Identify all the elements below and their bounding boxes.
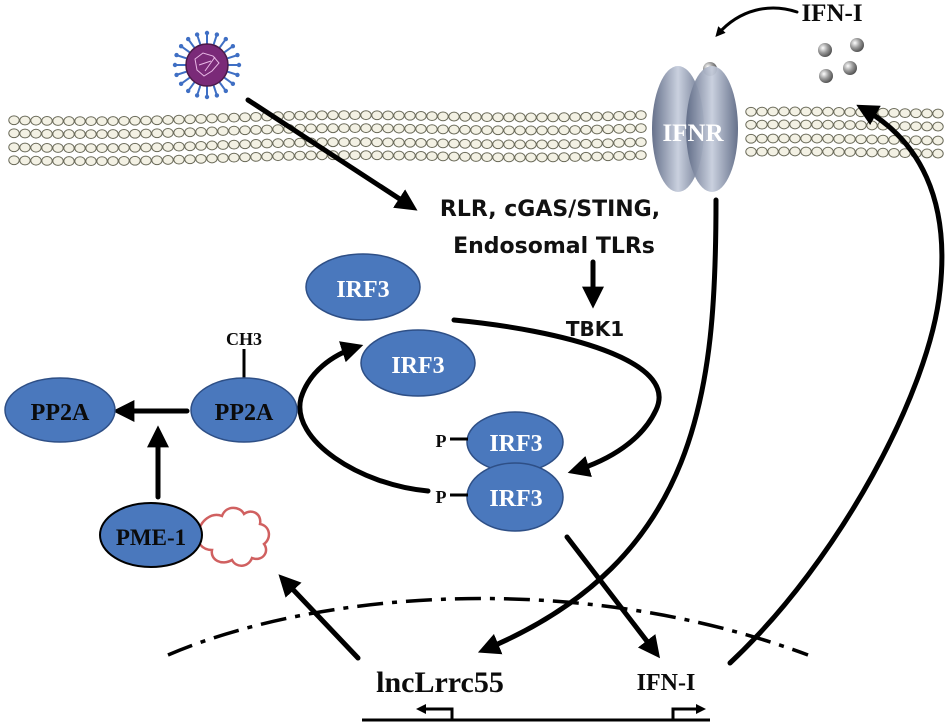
arrows [112,6,945,666]
virus-icon [172,30,242,100]
cell-membrane [8,106,944,167]
irf3-protein: IRF3 [305,253,421,321]
irf3-to-ifn-gene-arrow [564,534,661,659]
pp2a-label: PP2A [215,400,274,426]
pp2a-label: PP2A [31,400,90,426]
pme1-protein: PME-1 [99,502,203,568]
promoter-arrow-icon [416,704,454,720]
ch3-label: CH3 [226,329,262,349]
ifn-gene-label: IFN-I [637,670,696,696]
irf3-label: IRF3 [336,277,389,303]
irf3-phosphorylation-arrow [451,317,662,478]
irf3-label: IRF3 [489,431,542,457]
sensor-label-line2: Endosomal TLRs [453,234,655,259]
irf3-protein: IRF3 [360,329,476,397]
phospho-irf3-dimer: IRF3 IRF3 P P [436,411,564,532]
irf3-dephosphorylation-arrow [297,341,431,494]
pp2a-methylated: CH3 PP2A [190,329,298,443]
rna-loop-icon [196,506,271,567]
dna-strand [362,704,710,722]
pme1-label: PME-1 [116,525,186,550]
ifnr-to-lncrna-arrow [477,197,719,655]
pp2a-demethylated: PP2A [4,377,116,443]
phospho-label: P [436,431,447,451]
ifn-particle-icon [703,38,864,83]
phospho-label: P [436,487,447,507]
irf3-label: IRF3 [489,486,542,512]
ifnr-receptor: IFNR [652,66,738,192]
virus-to-sensor-arrow [245,97,418,211]
lncrna-to-pme1-arrow [278,574,361,661]
ifnr-label: IFNR [662,120,724,147]
tbk1-label: TBK1 [566,317,624,341]
promoter-arrow-icon [671,704,706,720]
lncrna-gene-label: lncLrrc55 [376,666,504,699]
sensor-label-line1: RLR, cGAS/STING, [440,197,660,222]
ifn-top-label: IFN-I [801,0,862,27]
ifn-secretion-arrow [727,104,945,666]
ifn-to-receptor-arrow [715,6,799,38]
irf3-label: IRF3 [391,353,444,379]
nuclear-envelope [167,596,809,657]
